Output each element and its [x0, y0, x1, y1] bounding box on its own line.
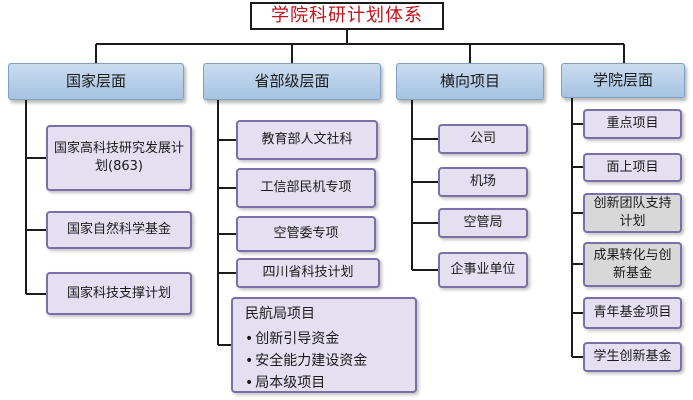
item-sichuan-program: 四川省科技计划: [236, 258, 380, 288]
item-caac-projects: 民航局项目 创新引导资金 安全能力建设资金 局本级项目: [231, 297, 417, 393]
item-863-program: 国家高科技研究发展计划(863): [46, 125, 192, 191]
caac-projects-title: 民航局项目: [245, 306, 315, 322]
header-college: 学院层面: [561, 63, 685, 98]
header-national: 国家层面: [8, 63, 184, 100]
item-moe-humanities: 教育部人文社科: [236, 120, 378, 160]
list-item: 安全能力建设资金: [245, 350, 367, 372]
item-transfer-fund: 成果转化与创新基金: [583, 242, 682, 287]
item-enterprises: 企事业单位: [438, 252, 528, 288]
item-airport: 机场: [438, 167, 528, 197]
item-miit-civil-aircraft: 工信部民机专项: [236, 168, 376, 208]
diagram-title: 学院科研计划体系: [250, 2, 444, 30]
header-horizontal: 横向项目: [396, 63, 544, 100]
header-provincial: 省部级层面: [203, 63, 381, 100]
list-item: 创新引导资金: [245, 328, 367, 350]
item-youth-fund: 青年基金项目: [583, 297, 682, 329]
item-nsfc: 国家自然科学基金: [46, 211, 192, 249]
item-innovation-team: 创新团队支持计划: [583, 193, 682, 233]
item-student-fund: 学生创新基金: [583, 342, 682, 372]
item-key-project: 重点项目: [583, 109, 682, 139]
item-atc-commission: 空管委专项: [236, 216, 376, 252]
item-support-program: 国家科技支撑计划: [46, 272, 192, 315]
item-general-project: 面上项目: [583, 153, 682, 182]
caac-projects-list: 创新引导资金 安全能力建设资金 局本级项目: [245, 328, 367, 394]
item-company: 公司: [438, 124, 528, 154]
list-item: 局本级项目: [245, 372, 367, 394]
item-atc-bureau: 空管局: [438, 208, 528, 238]
